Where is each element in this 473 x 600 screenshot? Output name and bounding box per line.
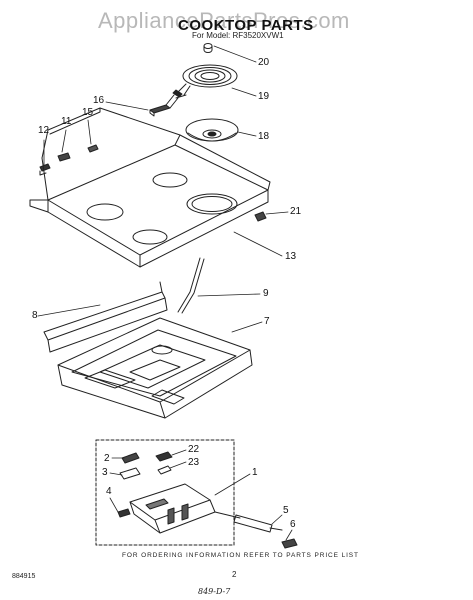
- model-number: For Model: RF3520XVW1: [192, 31, 284, 40]
- part-9-rod: [177, 257, 205, 314]
- callout-16: 16: [93, 95, 105, 106]
- page-title: COOKTOP PARTS: [178, 17, 314, 34]
- callout-18: 18: [258, 131, 270, 142]
- part-19-burner-element: [172, 64, 238, 98]
- ordering-info: FOR ORDERING INFORMATION REFER TO PARTS …: [122, 552, 359, 559]
- part-15-clip: [87, 144, 99, 153]
- part-5-cord: [214, 511, 283, 533]
- callout-6: 6: [290, 519, 296, 530]
- callout-21: 21: [290, 206, 302, 217]
- watermark: AppliancePartsPros.com: [98, 8, 350, 33]
- handwritten-note: 849-D-7: [198, 587, 231, 596]
- part-6-plug: [281, 538, 298, 549]
- part-21-clip: [254, 211, 267, 222]
- part-20-knob: [203, 43, 213, 53]
- part-13-cooktop: [29, 107, 271, 268]
- inset-terminal-assembly: [95, 439, 235, 546]
- part-11-bracket: [57, 152, 71, 162]
- callout-11: 11: [61, 116, 72, 127]
- part-18-drip-bowl: [185, 118, 239, 142]
- callout-23: 23: [188, 457, 200, 468]
- part-16-receptacle: [149, 94, 187, 117]
- document-number: 884915: [12, 573, 36, 580]
- callout-19: 19: [258, 91, 270, 102]
- part-7-burner-box: [57, 317, 253, 419]
- callout-5: 5: [283, 505, 289, 516]
- callout-15: 15: [82, 107, 94, 118]
- callout-8: 8: [32, 310, 38, 321]
- callout-22: 22: [188, 444, 200, 455]
- callout-12: 12: [38, 125, 50, 136]
- part-12-screw: [39, 163, 51, 176]
- page-number: 2: [232, 570, 237, 579]
- callout-3: 3: [102, 467, 108, 478]
- callout-9: 9: [263, 288, 269, 299]
- callout-4: 4: [106, 486, 112, 497]
- callout-1: 1: [252, 467, 258, 478]
- leader-lines: [37, 45, 293, 541]
- callout-2: 2: [104, 453, 110, 464]
- callout-20: 20: [258, 57, 270, 68]
- callout-7: 7: [264, 316, 270, 327]
- callout-13: 13: [285, 251, 297, 262]
- part-8-trim-strip: [43, 281, 168, 353]
